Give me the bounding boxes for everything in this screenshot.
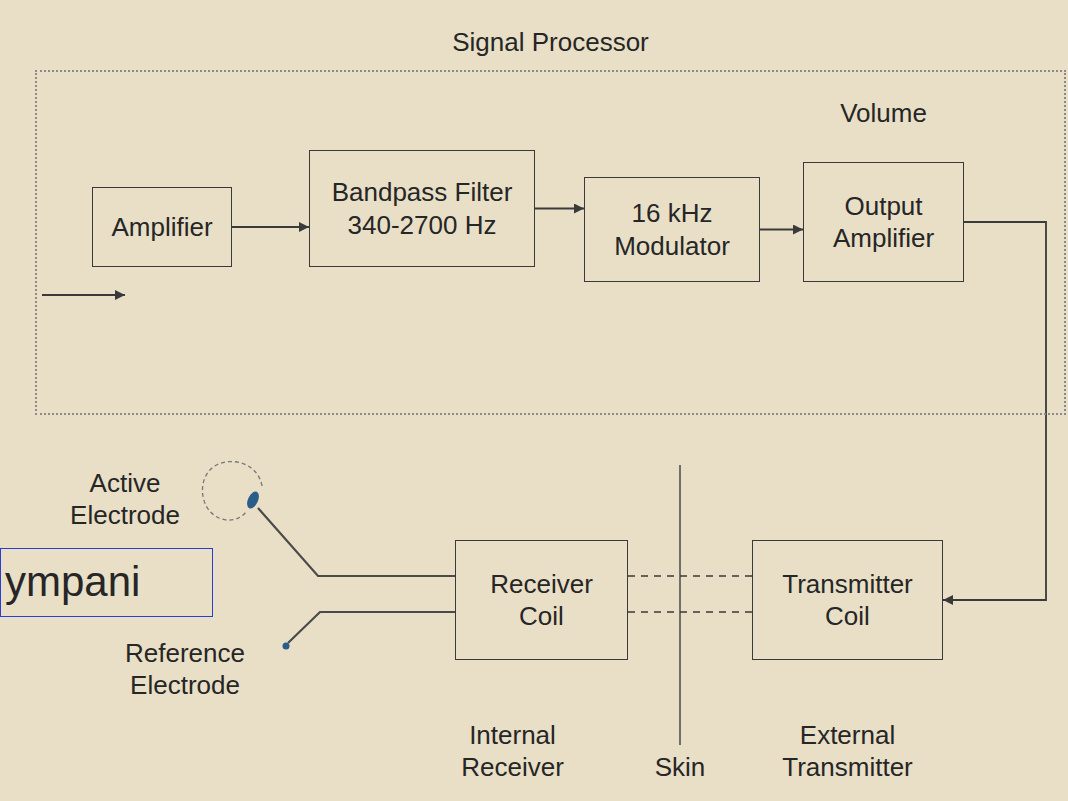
- skin-label: Skin: [640, 752, 720, 784]
- box-text: Amplifier: [111, 211, 212, 244]
- cochlea-outline: [202, 462, 262, 521]
- coupling-link: [628, 611, 752, 612]
- input-arrow: [42, 294, 125, 296]
- section-label: External Transmitter: [765, 720, 930, 783]
- modulator-box: 16 kHz Modulator: [584, 177, 760, 282]
- heading-text: Signal Processor: [37, 26, 1064, 59]
- box-text: Output Amplifier: [816, 190, 951, 255]
- processor-region: Signal ProcessorAmplifierBandpass Filter…: [35, 70, 1066, 415]
- overlay-text-box: ympani: [0, 548, 213, 617]
- signal-arrow: [232, 226, 309, 228]
- active-electrode-wire: [258, 508, 455, 576]
- coupling-link: [628, 575, 752, 576]
- box-text: Bandpass Filter 340-2700 Hz: [322, 176, 522, 241]
- filter-box: Bandpass Filter 340-2700 Hz: [309, 150, 535, 267]
- signal-arrow: [535, 208, 584, 210]
- coil-box: Transmitter Coil: [752, 540, 943, 660]
- section-label: Internal Receiver: [445, 720, 580, 783]
- skin-line: [679, 465, 681, 745]
- electrode-label: Reference Electrode: [110, 638, 260, 701]
- active-electrode-contact: [245, 490, 262, 511]
- box-text: Transmitter Coil: [765, 568, 930, 633]
- coil-box: Receiver Coil: [455, 540, 628, 660]
- process-box: Amplifier: [92, 187, 232, 267]
- reference-electrode-wire: [288, 612, 455, 643]
- output-amplifier-box: VolumeOutput Amplifier: [803, 162, 964, 282]
- reference-electrode-contact: [283, 643, 290, 650]
- box-text: 16 kHz Modulator: [597, 197, 747, 262]
- box-text: Receiver Coil: [477, 568, 607, 633]
- heading-text: Volume: [804, 97, 963, 130]
- electrode-label: Active Electrode: [55, 468, 195, 531]
- signal-arrow: [760, 229, 803, 231]
